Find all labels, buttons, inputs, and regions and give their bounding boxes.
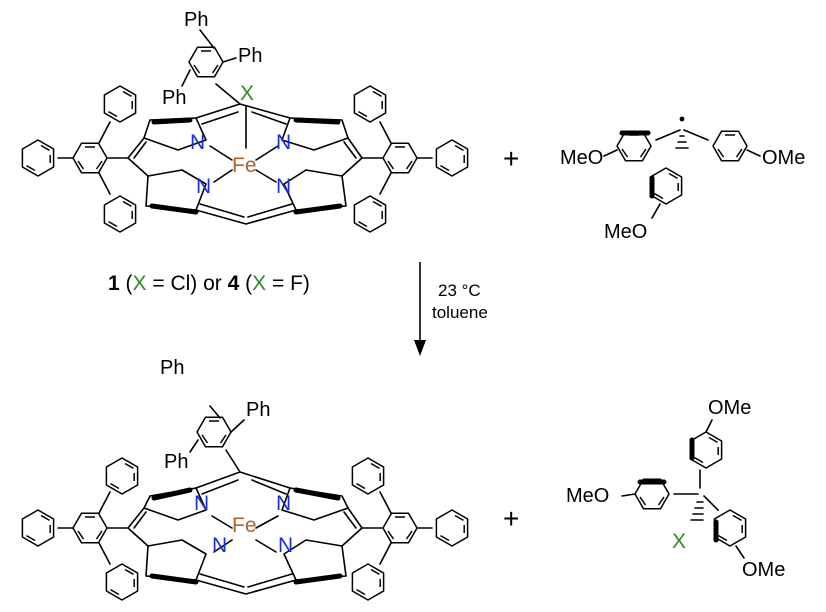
phenyl-ring xyxy=(435,139,469,177)
aryl-ring xyxy=(196,416,232,448)
iron-label: Fe xyxy=(232,514,257,537)
phenyl-ring xyxy=(351,563,385,601)
phenyl-ring xyxy=(105,457,139,495)
methoxy-label: MeO xyxy=(566,485,609,507)
compound-number: 1 xyxy=(108,272,120,295)
nitrogen-label: N xyxy=(276,131,291,154)
anisyl-ring xyxy=(712,130,748,162)
methoxy-label: MeO xyxy=(560,147,603,169)
phenyl-ring xyxy=(21,139,55,177)
caption-text: = F) xyxy=(266,272,310,295)
phenyl-ring xyxy=(353,85,387,123)
nitrogen-label: N xyxy=(212,534,227,557)
trityl-halide-product: OMe MeO OMe X xyxy=(566,397,785,581)
phenyl-label: Ph xyxy=(164,451,188,473)
anisyl-ring xyxy=(649,167,683,205)
phenyl-label: Ph xyxy=(184,9,208,31)
anisyl-ring xyxy=(713,509,747,547)
nitrogen-label: N xyxy=(196,175,211,198)
halide-x-label: X xyxy=(672,530,686,553)
phenyl-ring xyxy=(21,509,55,547)
caption-x: X xyxy=(133,272,147,295)
caption-x: X xyxy=(252,272,266,295)
nitrogen-label: N xyxy=(190,131,205,154)
caption-text: = Cl) or xyxy=(147,272,228,295)
condition-solvent: toluene xyxy=(432,303,488,322)
iron-porphyrin-product: N N N N Fe Ph Ph Ph xyxy=(21,357,469,601)
phenyl-ring xyxy=(353,195,387,233)
phenyl-label: Ph xyxy=(160,357,184,379)
hashed-bond xyxy=(675,135,689,149)
nitrogen-label: N xyxy=(194,492,209,515)
phenyl-ring xyxy=(351,457,385,495)
compound-number: 4 xyxy=(228,272,240,295)
aryl-ring xyxy=(382,142,418,174)
reaction-arrow xyxy=(414,262,426,356)
methoxy-label: OMe xyxy=(742,559,785,581)
aryl-ring xyxy=(72,512,108,544)
phenyl-label: Ph xyxy=(238,45,262,67)
aryl-ring xyxy=(382,512,418,544)
caption-text: ( xyxy=(239,272,252,295)
nitrogen-label: N xyxy=(276,492,291,515)
methoxy-label: OMe xyxy=(762,147,805,169)
iron-label: Fe xyxy=(232,154,257,177)
phenyl-label: Ph xyxy=(162,87,186,109)
nitrogen-label: N xyxy=(278,534,293,557)
aryl-ring xyxy=(188,46,224,78)
nitrogen-label: N xyxy=(276,175,291,198)
trityl-radical: MeO OMe MeO xyxy=(560,116,805,243)
phenyl-ring xyxy=(105,563,139,601)
anisyl-ring xyxy=(689,431,723,469)
iron-porphyrin-reactant: N N N N Fe X Ph Ph Ph xyxy=(21,9,469,233)
caption-text: ( xyxy=(120,272,133,295)
phenyl-ring xyxy=(435,509,469,547)
phenyl-ring xyxy=(103,195,137,233)
anisyl-ring xyxy=(616,130,652,162)
compound-caption: 1 (X = Cl) or 4 (X = F) xyxy=(108,272,310,295)
methoxy-label: MeO xyxy=(604,221,647,243)
plus-sign: + xyxy=(503,503,519,534)
phenyl-ring xyxy=(103,85,137,123)
hashed-bond xyxy=(690,501,704,521)
halide-x-label: X xyxy=(240,82,254,105)
condition-temperature: 23 °C xyxy=(438,281,481,300)
phenyl-label: Ph xyxy=(246,399,270,421)
aryl-ring xyxy=(72,142,108,174)
plus-sign: + xyxy=(503,143,519,174)
methoxy-label: OMe xyxy=(708,397,751,419)
radical-dot xyxy=(679,116,685,122)
